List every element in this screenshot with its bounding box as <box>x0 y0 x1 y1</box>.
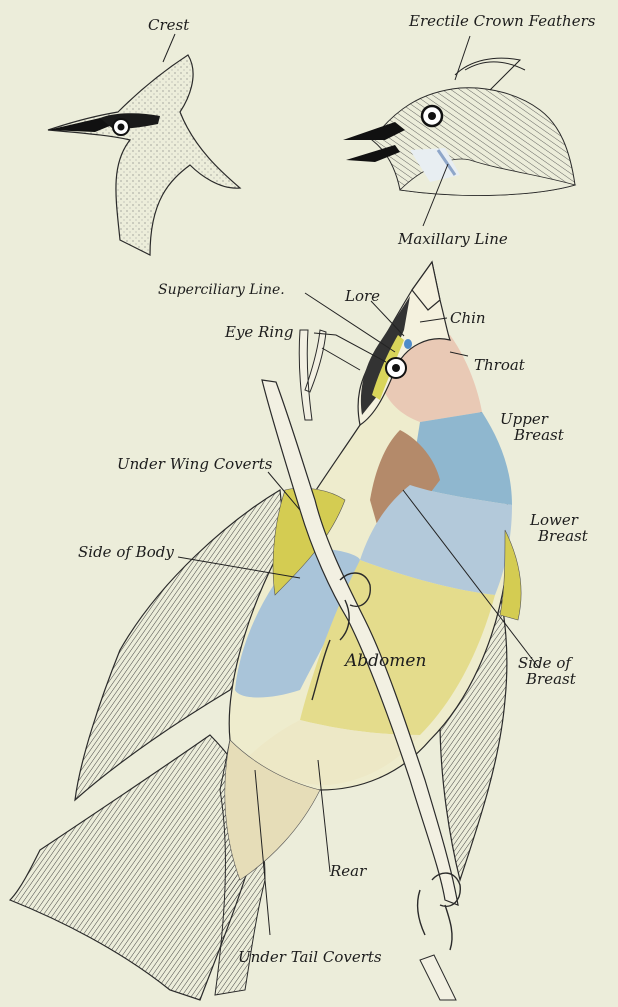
crown-pointer <box>455 36 470 80</box>
label-superciliary-line: Superciliary Line. <box>158 283 285 297</box>
label-upper-breast-line2: Breast <box>500 428 564 444</box>
label-upper-breast: Upper Breast <box>500 412 564 444</box>
label-eye-ring: Eye Ring <box>225 325 293 340</box>
branch-lower <box>420 955 456 1000</box>
label-erectile-crown-feathers: Erectile Crown Feathers <box>409 14 595 29</box>
titmouse-head <box>343 58 575 195</box>
lore-mark <box>404 339 412 349</box>
label-under-wing-coverts: Under Wing Coverts <box>117 457 272 472</box>
label-side-of-breast: Side of Breast <box>518 656 576 688</box>
label-lower-breast: Lower Breast <box>530 513 588 545</box>
eye <box>392 364 400 372</box>
label-under-tail-coverts: Under Tail Coverts <box>238 950 382 965</box>
label-crest: Crest <box>148 18 189 33</box>
label-abdomen: Abdomen <box>345 653 426 670</box>
label-side-of-breast-line2: Breast <box>518 672 576 688</box>
label-rear: Rear <box>330 864 366 879</box>
label-chin: Chin <box>450 311 486 326</box>
label-side-of-body: Side of Body <box>78 545 174 560</box>
crest-pointer <box>163 34 175 62</box>
label-throat: Throat <box>474 358 525 373</box>
label-lore: Lore <box>345 289 380 304</box>
twig <box>299 330 326 420</box>
label-maxillary-line: Maxillary Line <box>398 232 508 247</box>
label-lower-breast-line2: Breast <box>530 529 588 545</box>
waxwing-head <box>48 55 240 255</box>
